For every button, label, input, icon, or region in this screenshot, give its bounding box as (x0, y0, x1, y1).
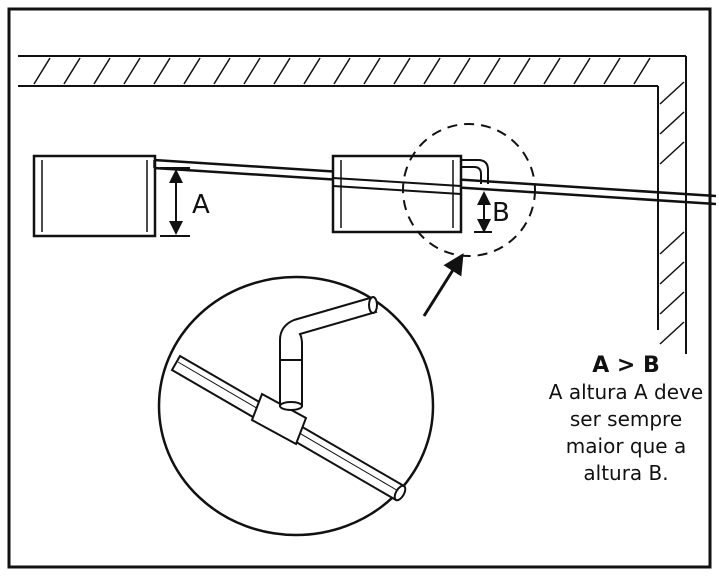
ceiling-hatch-line (363, 57, 381, 85)
ceiling-hatch-line (33, 57, 51, 85)
side-wall (657, 55, 687, 354)
ceiling-hatch-line (453, 57, 471, 85)
wall-hatch-line (659, 291, 685, 315)
note-line: maior que a (565, 434, 687, 458)
height-label-b: B (492, 198, 510, 228)
ceiling-hatch-line (333, 57, 351, 85)
ceiling-hatch-line (423, 57, 441, 85)
dimension-a-marker (160, 167, 190, 237)
wall-hatch-line (659, 111, 685, 135)
wall-hatch-line (659, 321, 685, 345)
indoor-unit-middle (331, 154, 489, 234)
ceiling-hatch-line (183, 57, 201, 85)
ceiling-hatch-line (303, 57, 321, 85)
ceiling-hatch-line (513, 57, 531, 85)
wall-hatch-line (659, 141, 685, 165)
height-label-a: A (192, 190, 210, 220)
explanation-note: A > B A altura A deve ser sempre maior q… (536, 352, 716, 487)
ceiling-hatch-line (93, 57, 111, 85)
ceiling-hatch-line (273, 57, 291, 85)
ceiling-hatch-line (153, 57, 171, 85)
ceiling-hatch-line (393, 57, 411, 85)
ceiling-hatch-line (483, 57, 501, 85)
note-line: A altura A deve (548, 380, 704, 404)
dimension-b-marker (474, 191, 492, 233)
ceiling-hatch-line (633, 57, 651, 85)
magnified-tee-detail (157, 275, 435, 537)
ceiling-hatch-line (63, 57, 81, 85)
ceiling-hatch-line (123, 57, 141, 85)
ceiling-hatch-line (213, 57, 231, 85)
wall-hatch-line (659, 261, 685, 285)
ceiling-hatch-line (543, 57, 561, 85)
wall-hatch-line (659, 231, 685, 255)
ceiling-hatch-line (573, 57, 591, 85)
note-heading: A > B (592, 353, 660, 378)
ceiling-hatch-line (243, 57, 261, 85)
note-line: ser sempre (569, 407, 683, 431)
note-line: altura B. (583, 461, 669, 485)
wall-hatch-line (659, 81, 685, 105)
ceiling-wall (18, 55, 672, 87)
dashed-callout-circle (402, 123, 536, 257)
outer-frame (7, 7, 712, 569)
callout-arrow (422, 253, 464, 317)
ceiling-hatch-line (603, 57, 621, 85)
indoor-unit-left (32, 154, 157, 238)
